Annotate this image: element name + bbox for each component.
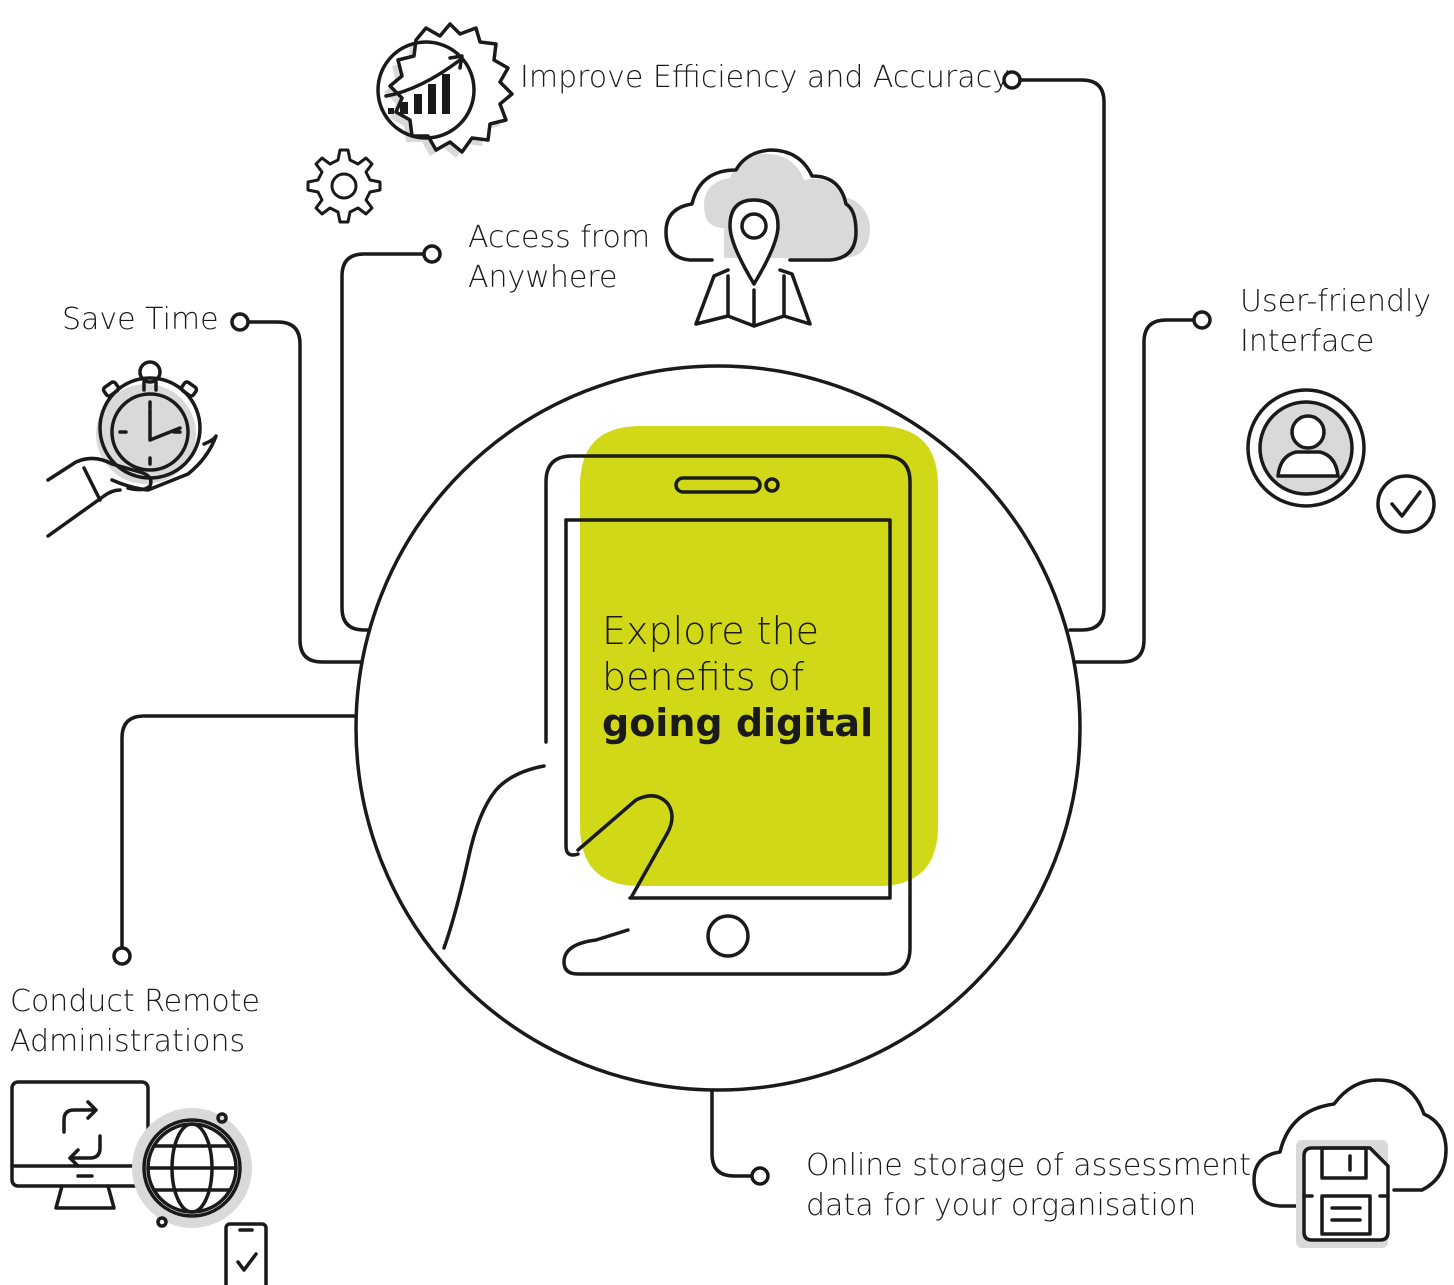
label-user-friendly-line1: User-friendly: [1240, 284, 1432, 319]
label-access: Access from Anywhere: [468, 218, 650, 298]
connector-save-time-dot: [230, 312, 250, 332]
label-user-friendly: User-friendly Interface: [1240, 282, 1431, 362]
label-remote-line2: Administrations: [10, 1024, 246, 1059]
accent-block: [580, 426, 938, 886]
center-headline-line3: going digital: [602, 701, 874, 745]
label-storage-line1: Online storage of assessment: [806, 1148, 1252, 1183]
center-headline-line1: Explore the: [602, 609, 820, 653]
efficiency-gear-icon: [306, 22, 514, 224]
connector-access-dot: [422, 244, 442, 264]
label-save-time: Save Time: [62, 302, 219, 337]
connector-storage: [710, 1088, 754, 1178]
phone-home-button: [706, 914, 750, 958]
label-remote: Conduct Remote Administrations: [10, 982, 260, 1062]
label-user-friendly-line2: Interface: [1240, 324, 1375, 359]
hand-left-edge: [442, 764, 546, 950]
connector-remote: [120, 714, 364, 950]
label-remote-line1: Conduct Remote: [10, 984, 260, 1019]
connector-save-time: [246, 320, 372, 664]
connector-efficiency-dot: [1002, 70, 1022, 90]
label-access-line2: Anywhere: [468, 260, 618, 295]
phone-body-outline: [544, 454, 912, 976]
phone-speaker: [674, 476, 762, 494]
connector-lines: [112, 70, 1212, 1186]
phone-screen-left: [564, 518, 580, 857]
label-storage-line2: data for your organisation: [806, 1188, 1197, 1223]
connector-user-friendly: [1072, 318, 1196, 664]
label-efficiency: Improve Efficiency and Accuracy: [520, 60, 1010, 95]
phone-illustration: [442, 454, 912, 976]
label-access-line1: Access from: [468, 220, 651, 255]
center-headline-line2: benefits of: [602, 655, 805, 699]
label-storage: Online storage of assessment data for yo…: [806, 1146, 1251, 1226]
connector-user-friendly-dot: [1192, 310, 1212, 330]
connector-remote-dot: [112, 946, 132, 966]
remote-admin-icon: [10, 1080, 268, 1285]
stopwatch-hand-icon: [46, 360, 218, 538]
connector-access: [340, 252, 426, 632]
connector-efficiency: [1018, 78, 1106, 632]
cloud-location-icon: [664, 148, 870, 328]
small-gear-icon: [306, 148, 382, 224]
user-check-icon: [1246, 388, 1436, 534]
cloud-storage-icon: [1252, 1078, 1448, 1248]
phone-camera: [764, 477, 780, 493]
connector-storage-dot: [750, 1166, 770, 1186]
thumb: [576, 794, 674, 898]
phone-screen: [564, 518, 892, 900]
center-headline: Explore the benefits of going digital: [602, 608, 873, 746]
